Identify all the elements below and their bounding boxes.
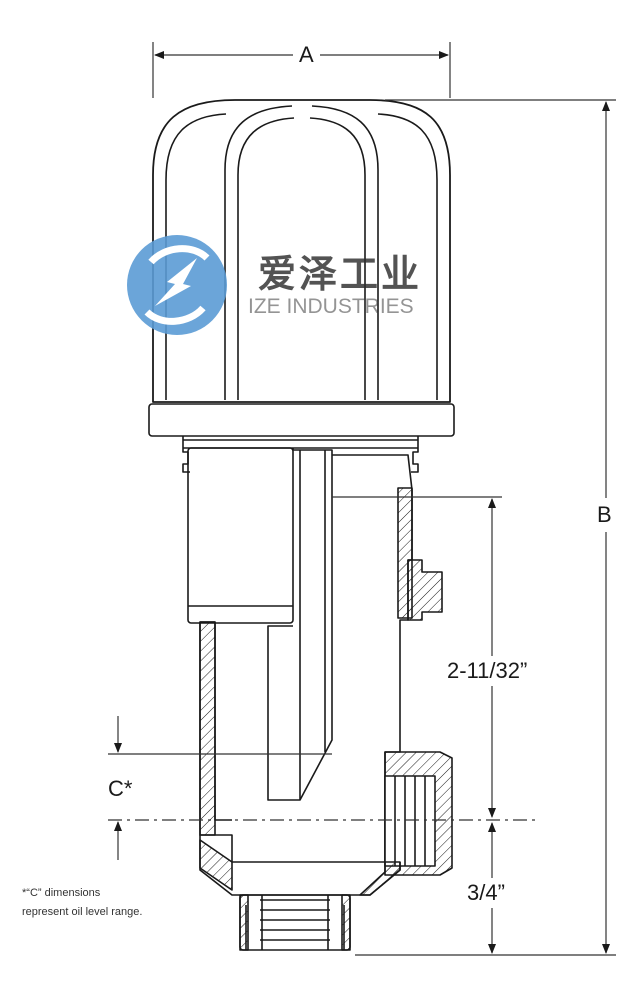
dome-cage bbox=[152, 99, 451, 403]
oiler-drawing bbox=[148, 99, 455, 951]
housing-body bbox=[199, 454, 413, 863]
dimension-lines bbox=[108, 42, 616, 956]
dimension-upper-height-label: 2-11/32” bbox=[445, 656, 530, 686]
footnote: *“C” dimensions represent oil level rang… bbox=[22, 884, 142, 922]
footnote-line-2: represent oil level range. bbox=[22, 906, 143, 918]
cap-base-ring bbox=[148, 403, 455, 437]
footnote-line-1: *“C” dimensions bbox=[22, 887, 101, 899]
dimension-b-label: B bbox=[597, 498, 612, 532]
reservoir-tube bbox=[187, 447, 294, 624]
threaded-base bbox=[239, 894, 351, 951]
dimension-c-label: C* bbox=[108, 776, 133, 801]
side-fitting bbox=[407, 559, 443, 621]
dimension-lower-height-label: 3/4” bbox=[465, 878, 507, 908]
dimension-a-label: A bbox=[293, 44, 320, 66]
